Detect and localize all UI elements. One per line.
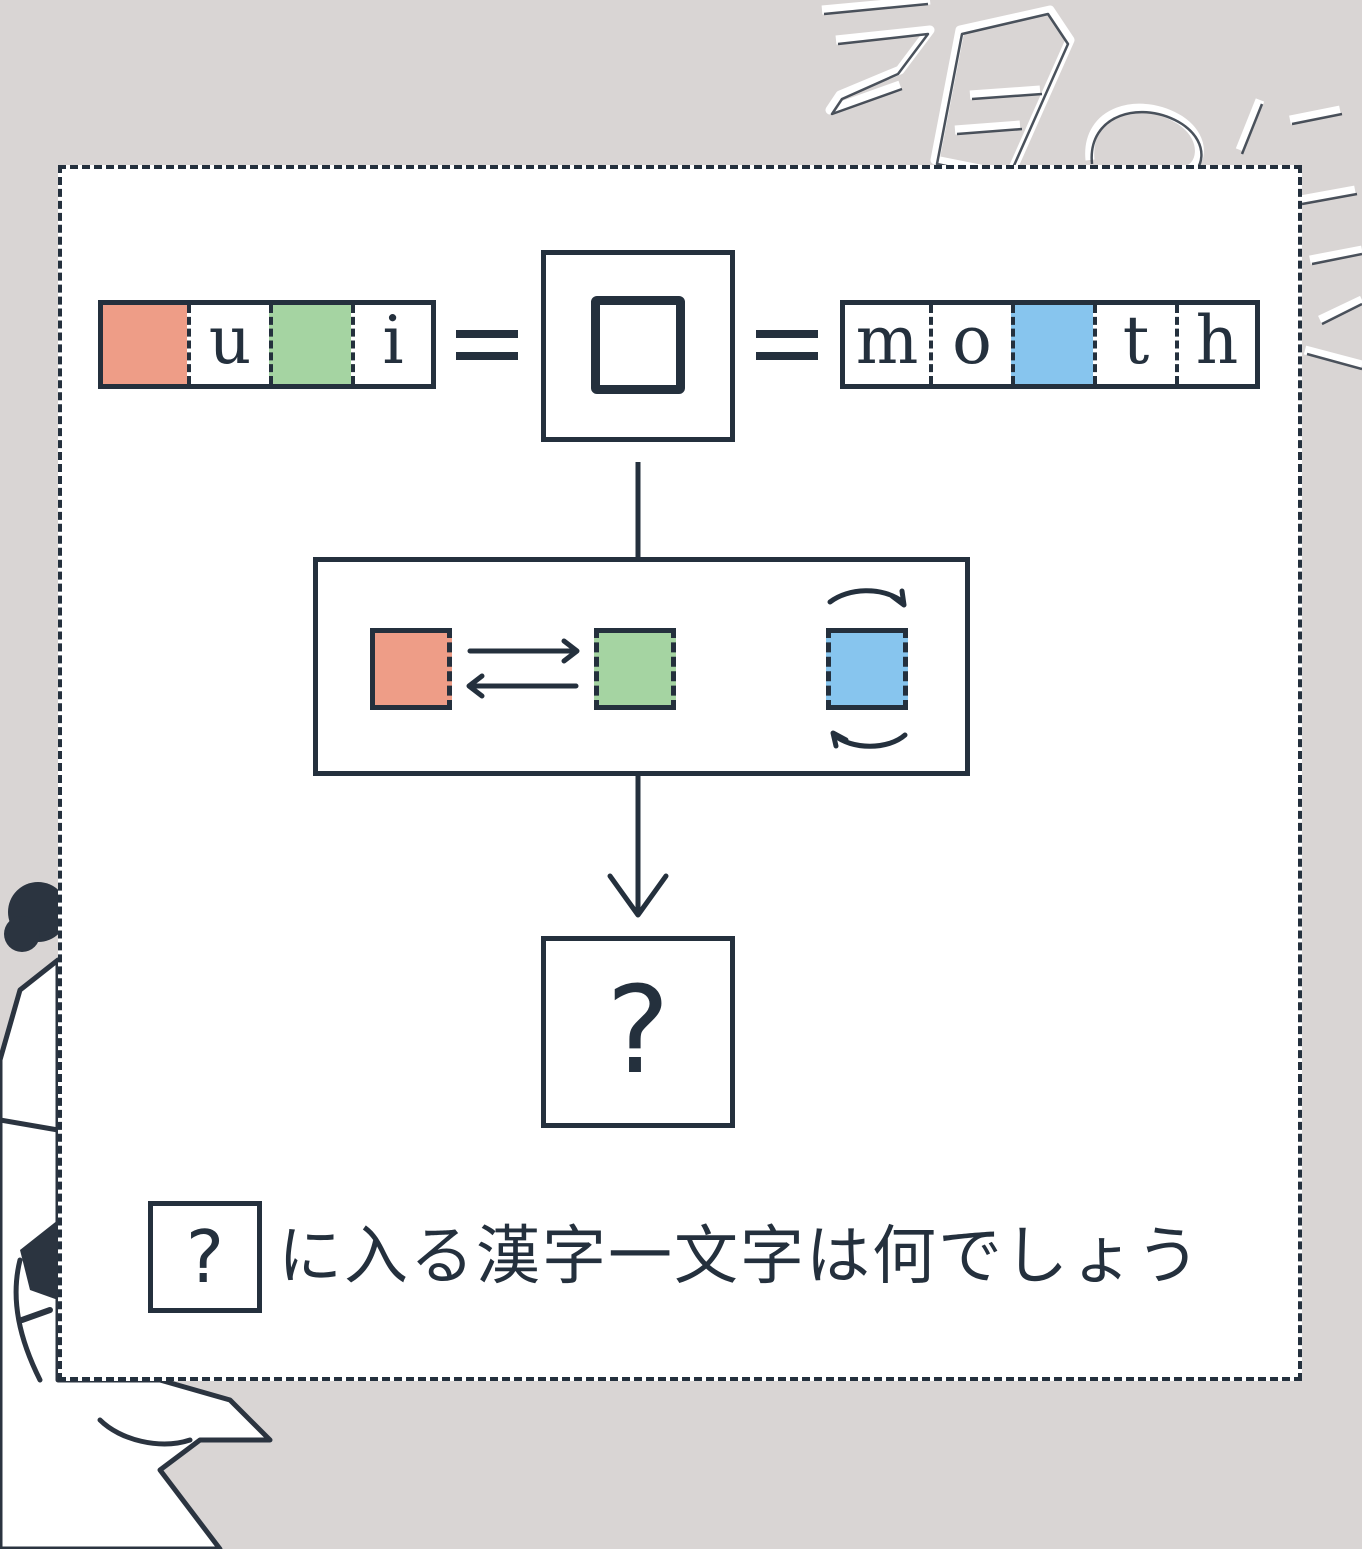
left-word-green-slot	[269, 305, 351, 384]
question-text: に入る漢字一文字は何でしょう	[278, 1220, 1202, 1294]
hint-green-square	[594, 628, 676, 710]
title-lettering-shadow	[823, 2, 1362, 371]
left-word-red-slot	[103, 305, 187, 384]
right-word-letter-m: m	[855, 301, 919, 379]
question-box: ?	[148, 1201, 262, 1313]
answer-question-mark: ?	[606, 962, 670, 1101]
equals-sign-right	[756, 330, 818, 360]
right-word-blue-slot	[1011, 305, 1093, 384]
center-square-symbol	[591, 296, 685, 394]
question-box-mark: ?	[185, 1215, 225, 1299]
right-word-letter-t: t	[1093, 305, 1175, 384]
center-box	[541, 250, 735, 442]
left-word-letter-u: u	[187, 305, 269, 384]
right-word: m o t h	[840, 300, 1260, 389]
hint-red-square	[370, 628, 452, 710]
right-word-letter-h: h	[1175, 305, 1255, 384]
right-word-letter-o: o	[929, 305, 1011, 384]
title-lettering	[821, 0, 1362, 370]
equals-sign-left	[456, 330, 518, 360]
cat-character	[0, 882, 273, 1549]
left-word-letter-i: i	[351, 305, 431, 384]
answer-box: ?	[541, 936, 735, 1128]
left-word: u i	[98, 300, 436, 389]
hint-blue-square	[826, 628, 908, 710]
